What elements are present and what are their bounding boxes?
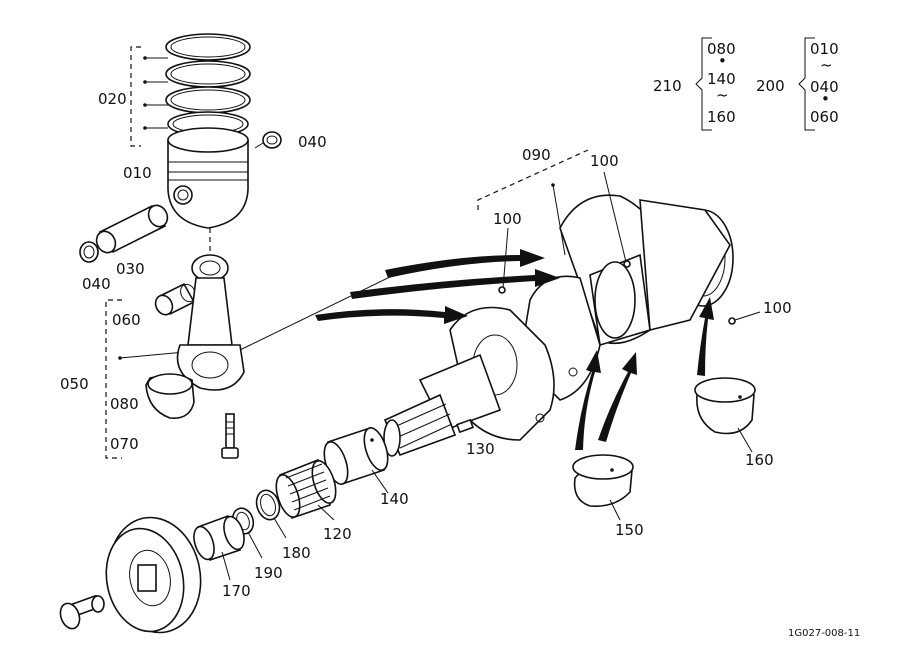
label-040-pin-clip: 040	[82, 275, 111, 293]
crankshaft-bracket	[477, 149, 589, 256]
group-210-item: 160	[707, 108, 736, 126]
conrod-bolt	[221, 413, 239, 459]
label-100-left: 100	[493, 210, 522, 228]
label-140: 140	[380, 490, 409, 508]
label-200: 200	[756, 77, 785, 95]
group-200-tilde: ~	[820, 56, 833, 74]
pulley-bolt	[59, 594, 105, 630]
piston	[167, 127, 249, 255]
group-200-dot: •	[821, 90, 830, 108]
front-bushing	[323, 426, 389, 494]
ring-group-bracket	[130, 46, 168, 147]
crank-pulley	[105, 516, 202, 634]
group-200-list: 010 ~ 040 • 060	[810, 40, 839, 126]
label-010: 010	[123, 164, 152, 182]
label-210: 210	[653, 77, 682, 95]
label-040-clip: 040	[298, 133, 327, 151]
label-160: 160	[745, 451, 774, 469]
label-100-right: 100	[763, 299, 792, 317]
label-080: 080	[110, 395, 139, 413]
drawing-code: 1G027-008-11	[788, 628, 860, 639]
connecting-rod	[176, 254, 401, 391]
label-020: 020	[98, 90, 127, 108]
label-190: 190	[254, 564, 283, 582]
collar-170	[193, 514, 245, 581]
label-060: 060	[112, 311, 141, 329]
label-180: 180	[282, 544, 311, 562]
label-130: 130	[466, 440, 495, 458]
assembly-arrows	[315, 249, 714, 450]
label-030: 030	[116, 260, 145, 278]
part-labels: 020 040 010 030 040 060 050 080 070 090 …	[60, 77, 792, 600]
label-170: 170	[222, 582, 251, 600]
group-210-item: 140	[707, 70, 736, 88]
label-100-top: 100	[590, 152, 619, 170]
label-150: 150	[615, 521, 644, 539]
conrod-bearing	[145, 373, 195, 419]
group-200-item: 040	[810, 78, 839, 96]
connecting-rod-bracket	[105, 299, 186, 459]
piston-pin	[95, 204, 169, 254]
group-210-dot: •	[718, 52, 727, 70]
piston-pin-clip-upper	[254, 131, 282, 149]
group-200-item: 010	[810, 40, 839, 58]
piston-rings	[165, 33, 251, 137]
piston-pin-clip-lower	[79, 241, 99, 263]
thrust-washer-markers	[498, 171, 761, 325]
crank-gear	[275, 458, 337, 521]
group-210-bracket	[695, 37, 712, 131]
crankshaft	[383, 194, 734, 457]
o-ring-180	[255, 489, 287, 539]
group-200-bracket	[798, 37, 815, 131]
label-090: 090	[522, 146, 551, 164]
main-bearing-150	[572, 454, 634, 521]
label-050: 050	[60, 375, 89, 393]
group-210-tilde: ~	[716, 86, 729, 104]
main-bearing-160	[694, 377, 756, 453]
group-210-item: 080	[707, 40, 736, 58]
label-120: 120	[323, 525, 352, 543]
group-200-item: 060	[810, 108, 839, 126]
label-070: 070	[110, 435, 139, 453]
group-210-list: 080 • 140 ~ 160	[707, 40, 736, 126]
